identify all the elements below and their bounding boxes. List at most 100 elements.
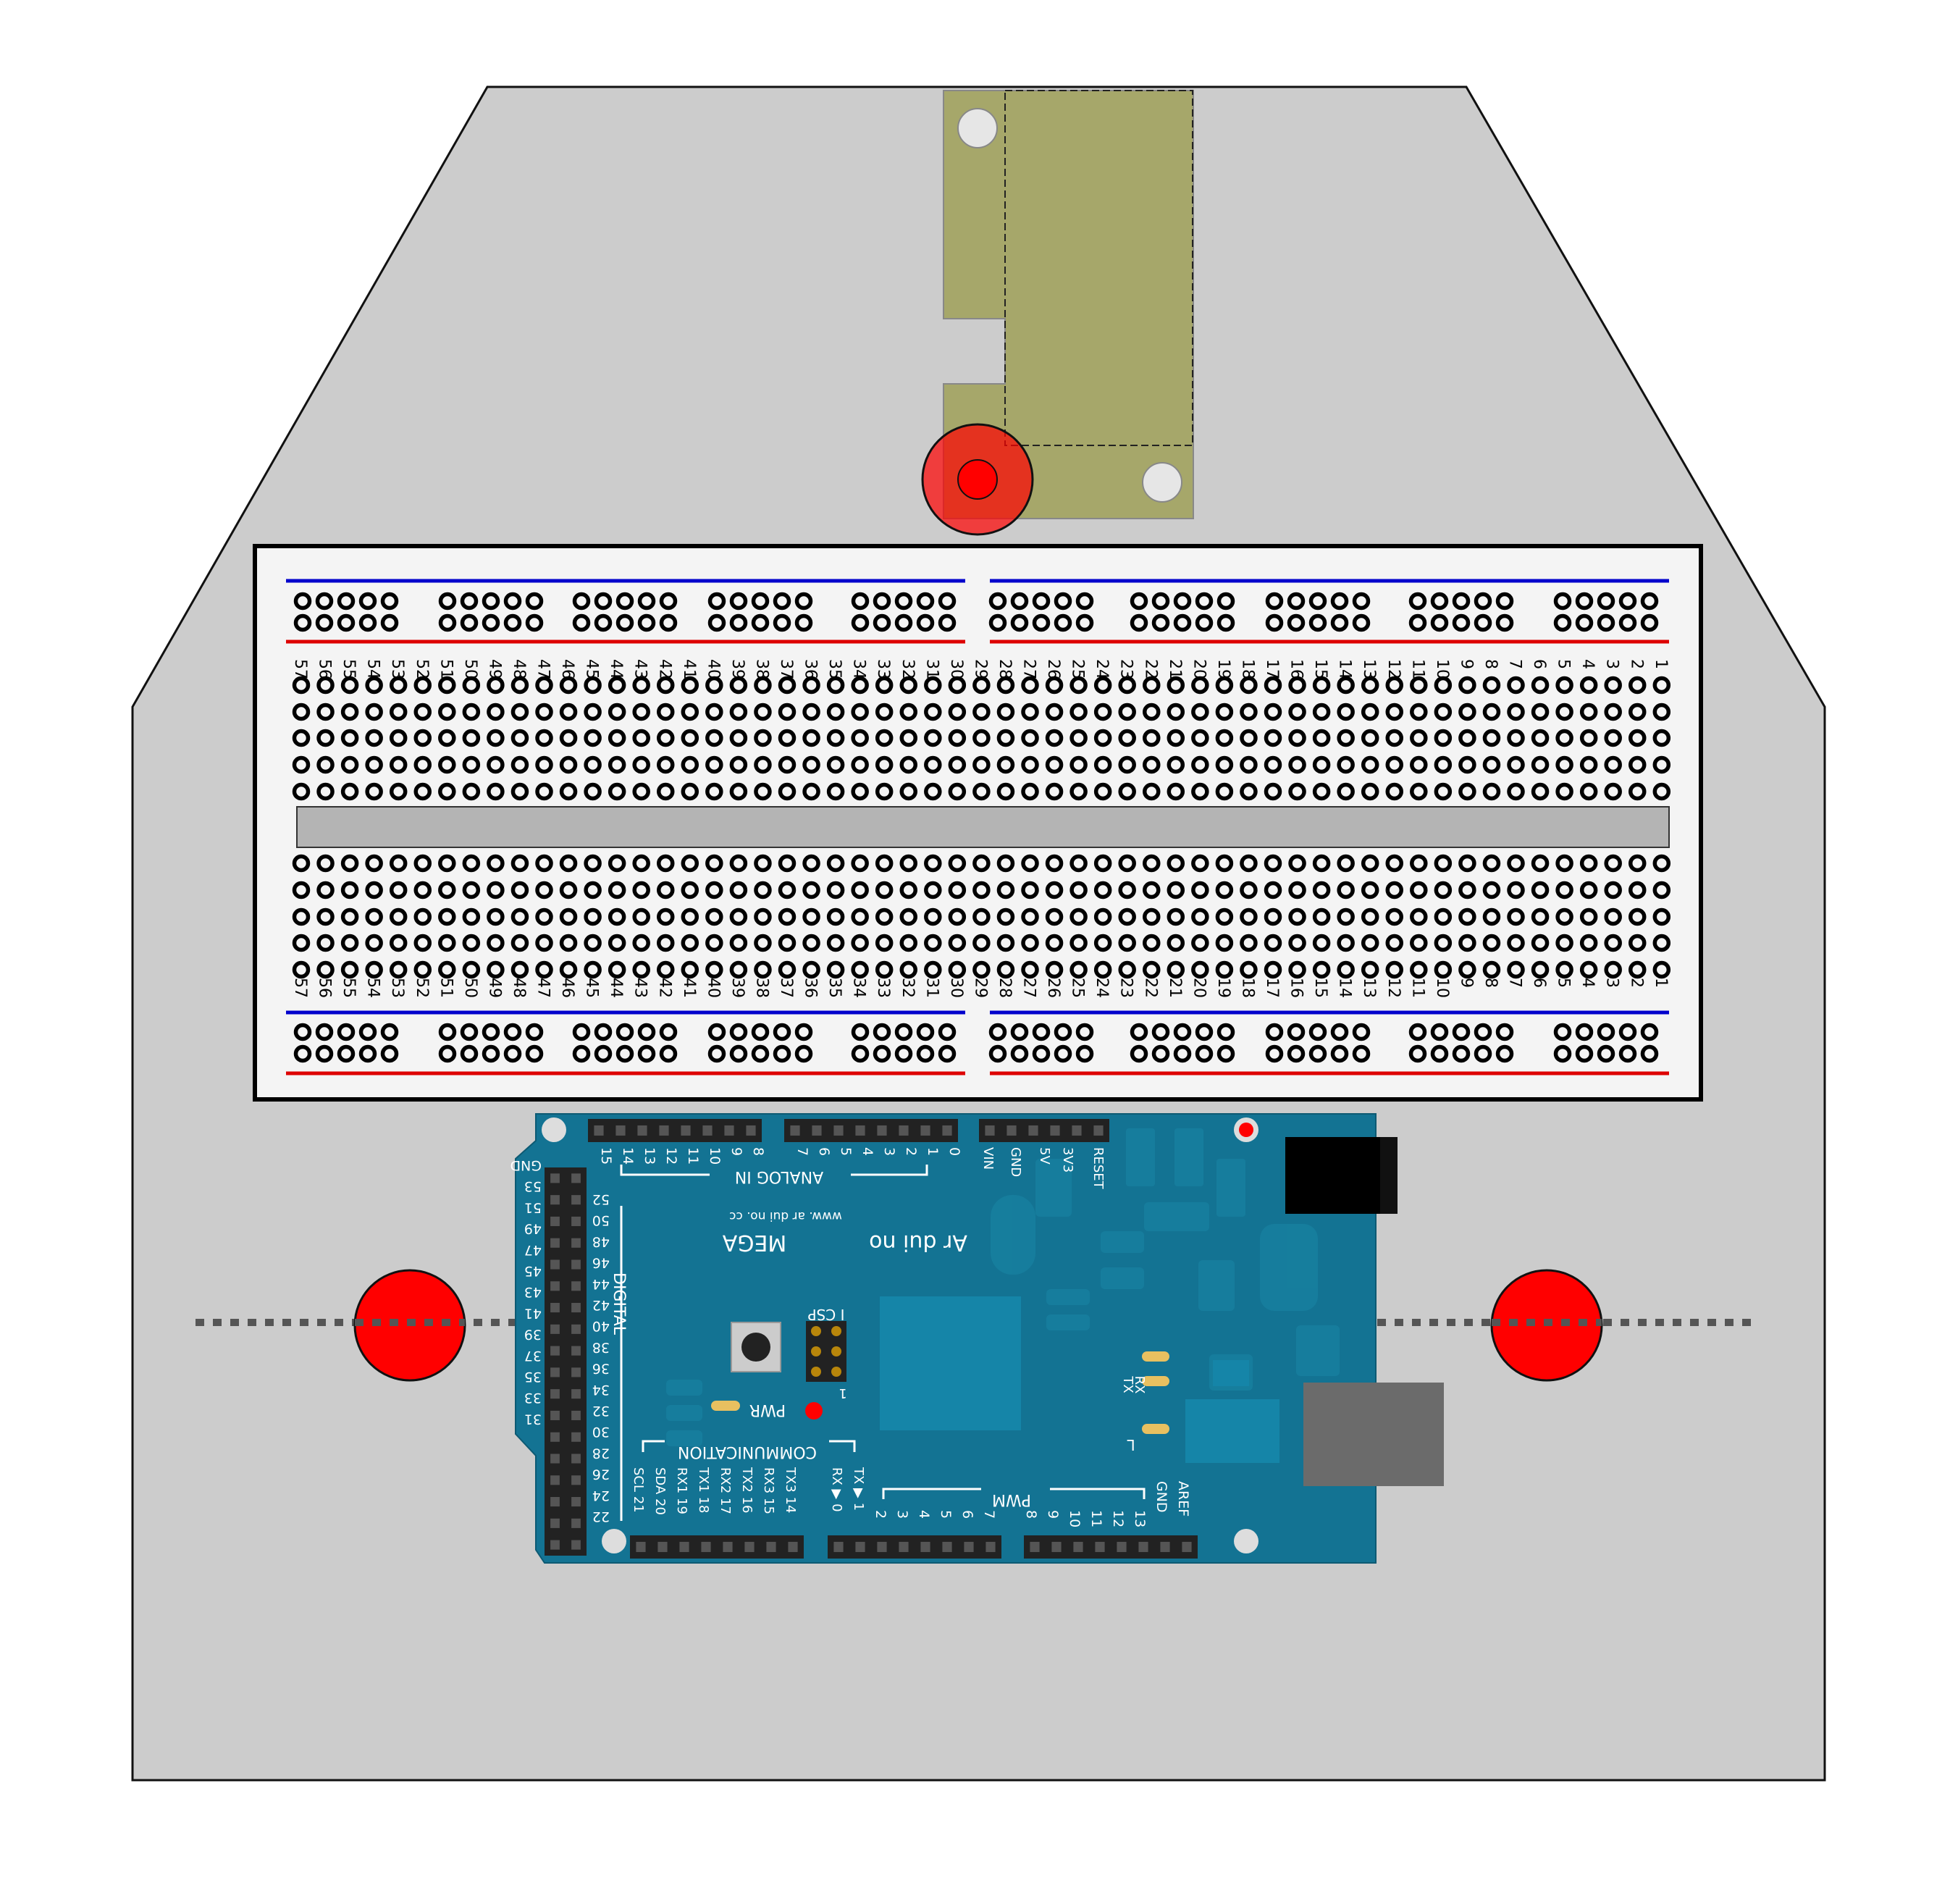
header-pin[interactable] xyxy=(899,1125,908,1136)
header-pin[interactable] xyxy=(964,1542,973,1552)
header-pin[interactable] xyxy=(571,1389,581,1398)
header-pin[interactable] xyxy=(550,1238,560,1248)
header-pin[interactable] xyxy=(985,1542,995,1552)
arduino-pin-label: 53 xyxy=(524,1178,542,1194)
header-pin[interactable] xyxy=(550,1454,560,1463)
header-pin[interactable] xyxy=(790,1125,799,1136)
header-pin[interactable] xyxy=(571,1173,581,1183)
header-pin[interactable] xyxy=(571,1411,581,1420)
arduino-pin-label: 10 xyxy=(1067,1510,1083,1527)
header-pin[interactable] xyxy=(571,1303,581,1312)
header-pin[interactable] xyxy=(636,1542,645,1552)
header-pin[interactable] xyxy=(833,1542,843,1552)
header-pin[interactable] xyxy=(571,1540,581,1550)
header-pin[interactable] xyxy=(855,1542,865,1552)
mounting-hole-icon xyxy=(602,1529,626,1553)
header-pin[interactable] xyxy=(877,1542,886,1552)
brand-label: Ar dui no xyxy=(869,1230,967,1255)
header-pin[interactable] xyxy=(550,1281,560,1291)
header-pin[interactable] xyxy=(1072,1125,1081,1136)
analog-header-1 xyxy=(588,1119,762,1142)
breadboard-column-label: 22 xyxy=(1141,978,1159,998)
header-pin[interactable] xyxy=(550,1303,560,1312)
header-pin[interactable] xyxy=(571,1497,581,1506)
header-pin[interactable] xyxy=(550,1367,560,1377)
header-pin[interactable] xyxy=(899,1542,908,1552)
header-pin[interactable] xyxy=(571,1325,581,1334)
breadboard-column-label: 10 xyxy=(1433,659,1451,679)
header-pin[interactable] xyxy=(942,1125,951,1136)
header-pin[interactable] xyxy=(1182,1542,1191,1552)
header-pin[interactable] xyxy=(920,1542,930,1552)
header-pin[interactable] xyxy=(615,1125,625,1136)
header-pin[interactable] xyxy=(550,1389,560,1398)
header-pin[interactable] xyxy=(1006,1125,1016,1136)
header-pin[interactable] xyxy=(657,1542,667,1552)
header-pin[interactable] xyxy=(550,1475,560,1485)
header-pin[interactable] xyxy=(985,1125,994,1136)
header-pin[interactable] xyxy=(702,1125,712,1136)
arduino-pin-label: 51 xyxy=(524,1199,542,1215)
header-pin[interactable] xyxy=(1095,1542,1104,1552)
header-pin[interactable] xyxy=(766,1542,776,1552)
header-pin[interactable] xyxy=(571,1259,581,1269)
header-pin[interactable] xyxy=(724,1125,734,1136)
breadboard-column-label: 16 xyxy=(1287,659,1306,679)
header-pin[interactable] xyxy=(1073,1542,1083,1552)
header-pin[interactable] xyxy=(1117,1542,1126,1552)
header-pin[interactable] xyxy=(701,1542,710,1552)
header-pin[interactable] xyxy=(1138,1542,1148,1552)
arduino-pin-label: 24 xyxy=(592,1488,610,1504)
header-pin[interactable] xyxy=(571,1475,581,1485)
header-pin[interactable] xyxy=(1050,1125,1059,1136)
header-pin[interactable] xyxy=(659,1125,668,1136)
header-pin[interactable] xyxy=(571,1367,581,1377)
header-pin[interactable] xyxy=(679,1542,689,1552)
header-pin[interactable] xyxy=(550,1217,560,1226)
header-pin[interactable] xyxy=(550,1519,560,1528)
header-pin[interactable] xyxy=(1093,1125,1103,1136)
breadboard-column-label: 4 xyxy=(1579,659,1597,669)
header-pin[interactable] xyxy=(855,1125,865,1136)
header-pin[interactable] xyxy=(571,1238,581,1248)
arduino-pin-label: TX ▶ 1 xyxy=(851,1467,866,1511)
header-pin[interactable] xyxy=(1051,1542,1061,1552)
header-pin[interactable] xyxy=(571,1519,581,1528)
header-pin[interactable] xyxy=(550,1346,560,1356)
header-pin[interactable] xyxy=(550,1259,560,1269)
header-pin[interactable] xyxy=(744,1542,754,1552)
header-pin[interactable] xyxy=(550,1433,560,1442)
header-pin[interactable] xyxy=(571,1217,581,1226)
breadboard-column-label: 37 xyxy=(777,659,795,679)
header-pin[interactable] xyxy=(1030,1542,1039,1552)
header-pin[interactable] xyxy=(550,1173,560,1183)
header-pin[interactable] xyxy=(571,1346,581,1356)
header-pin[interactable] xyxy=(550,1411,560,1420)
header-pin[interactable] xyxy=(1160,1542,1169,1552)
header-pin[interactable] xyxy=(833,1125,843,1136)
header-pin[interactable] xyxy=(571,1454,581,1463)
arduino-pin-label: 5 xyxy=(838,1147,854,1156)
header-pin[interactable] xyxy=(942,1542,951,1552)
arduino-pin-label: RX1 19 xyxy=(674,1467,689,1514)
breadboard-column-label: 27 xyxy=(1020,659,1038,679)
header-pin[interactable] xyxy=(571,1281,581,1291)
header-pin[interactable] xyxy=(550,1540,560,1550)
header-pin[interactable] xyxy=(746,1125,755,1136)
header-pin[interactable] xyxy=(550,1325,560,1334)
header-pin[interactable] xyxy=(571,1195,581,1204)
breadboard-column-label: 26 xyxy=(1044,978,1062,998)
header-pin[interactable] xyxy=(812,1125,821,1136)
header-pin[interactable] xyxy=(550,1195,560,1204)
header-pin[interactable] xyxy=(681,1125,690,1136)
breadboard-column-label: 15 xyxy=(1311,978,1329,998)
header-pin[interactable] xyxy=(920,1125,930,1136)
header-pin[interactable] xyxy=(788,1542,797,1552)
header-pin[interactable] xyxy=(637,1125,647,1136)
header-pin[interactable] xyxy=(723,1542,732,1552)
header-pin[interactable] xyxy=(877,1125,886,1136)
header-pin[interactable] xyxy=(594,1125,603,1136)
header-pin[interactable] xyxy=(550,1497,560,1506)
header-pin[interactable] xyxy=(571,1433,581,1442)
header-pin[interactable] xyxy=(1028,1125,1038,1136)
